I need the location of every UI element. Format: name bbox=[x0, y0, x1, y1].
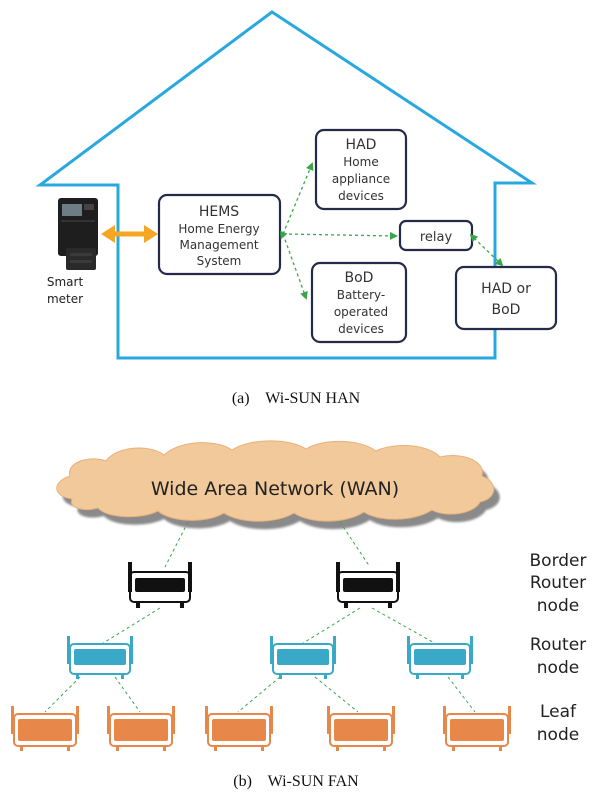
han-wireless-links bbox=[280, 162, 504, 300]
leaf-node-1 bbox=[11, 706, 79, 751]
bod-line3: devices bbox=[338, 322, 384, 336]
had-or-bod-box bbox=[454, 265, 558, 331]
label-border-router-1: Border bbox=[530, 551, 587, 571]
caption-a: (a) Wi-SUN HAN bbox=[232, 390, 361, 407]
router-node-3 bbox=[407, 636, 473, 679]
leaf-node-4 bbox=[327, 706, 395, 751]
bod-line1: Battery- bbox=[337, 288, 386, 302]
had-line3: devices bbox=[338, 189, 384, 203]
label-leaf-2: node bbox=[537, 725, 579, 745]
leaf-node-5 bbox=[443, 706, 511, 751]
house-outline bbox=[35, 10, 538, 360]
leaf-node-2 bbox=[107, 706, 175, 751]
smart-meter-icon bbox=[58, 198, 98, 270]
leaf-node-3 bbox=[205, 706, 273, 751]
panel-a-han: Smart meter HEMS Home Energy Management … bbox=[35, 10, 558, 407]
bod-title: BoD bbox=[345, 270, 374, 286]
relay-label: relay bbox=[420, 230, 453, 245]
hems-line3: System bbox=[197, 254, 242, 268]
had-line2: appliance bbox=[332, 172, 390, 186]
label-router-1: Router bbox=[530, 635, 586, 655]
hems-title: HEMS bbox=[199, 204, 239, 220]
bod-line2: operated bbox=[334, 305, 388, 319]
caption-b: (b) Wi-SUN FAN bbox=[233, 773, 359, 790]
label-leaf-1: Leaf bbox=[540, 702, 577, 722]
had-or-bod-line2: BoD bbox=[492, 302, 521, 318]
fan-links bbox=[44, 521, 476, 713]
bod-box bbox=[310, 261, 408, 344]
hems-line1: Home Energy bbox=[178, 222, 259, 236]
border-router-node-1 bbox=[128, 562, 192, 608]
label-border-router-2: Router bbox=[530, 573, 586, 593]
had-box bbox=[314, 128, 408, 211]
had-title: HAD bbox=[346, 137, 377, 153]
router-node-1 bbox=[67, 636, 133, 679]
label-border-router-3: node bbox=[537, 596, 579, 616]
label-router-2: node bbox=[537, 658, 579, 678]
meter-hems-link bbox=[101, 225, 158, 243]
wan-label: Wide Area Network (WAN) bbox=[151, 478, 399, 500]
hems-box bbox=[157, 193, 282, 276]
had-or-bod-line1: HAD or bbox=[481, 281, 531, 297]
panel-b-fan: Wide Area Network (WAN) bbox=[11, 440, 587, 790]
smart-meter-label: meter bbox=[47, 292, 83, 306]
hems-line2: Management bbox=[179, 238, 258, 252]
wan-cloud bbox=[56, 440, 495, 522]
router-node-2 bbox=[270, 636, 336, 679]
smart-meter-label: Smart bbox=[47, 275, 84, 289]
had-line1: Home bbox=[343, 155, 378, 169]
border-router-node-2 bbox=[336, 562, 400, 608]
